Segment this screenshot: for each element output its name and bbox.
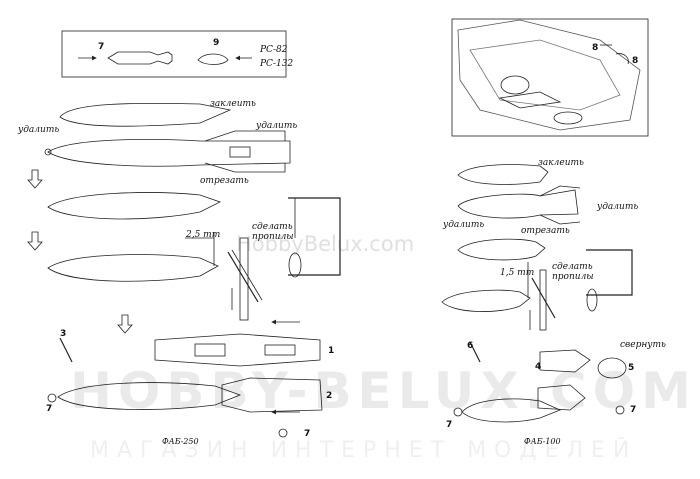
bomb-step-r4 xyxy=(441,289,531,312)
bomb-half-1 xyxy=(59,102,232,127)
bomb-joined-r xyxy=(457,189,579,219)
label-udalit-right-a: удалить xyxy=(443,220,485,230)
label-svernut: свернуть xyxy=(620,340,666,350)
label-otrezat-left: отрезать xyxy=(200,176,249,186)
inset-rocket-box xyxy=(61,30,287,78)
label-zakleit-left: заклеить xyxy=(210,99,256,109)
bomb-final-right xyxy=(461,398,562,423)
bomb-step-r3 xyxy=(457,238,546,261)
part-7-left-bottom: 7 xyxy=(304,429,311,439)
label-zakleit-right: заклеить xyxy=(538,158,584,168)
part-3: 3 xyxy=(60,329,67,339)
part-5: 5 xyxy=(628,363,635,373)
part-8-a: 8 xyxy=(592,43,599,53)
part-4: 4 xyxy=(535,362,542,372)
label-udalit-left-top: удалить xyxy=(18,125,60,135)
label-sdelat-left: сделать xyxy=(252,222,293,232)
tail-unit xyxy=(221,377,323,413)
label-rs132: РС-132 xyxy=(260,59,294,69)
bomb-step-3 xyxy=(47,192,222,220)
part-7-top: 7 xyxy=(98,42,105,52)
part-6: 6 xyxy=(467,341,474,351)
bomb-half-r1 xyxy=(457,164,549,185)
label-propily-left: пропилы xyxy=(252,232,294,242)
inset-aircraft-box xyxy=(451,18,649,137)
part-1: 1 xyxy=(328,346,335,356)
part-7-right-b: 7 xyxy=(630,405,637,415)
bomb-final-left xyxy=(57,382,242,410)
label-dim-right: 1,5 mm xyxy=(500,268,535,278)
label-udalit-right-b: удалить xyxy=(597,202,639,212)
rocket-body xyxy=(107,51,173,65)
fin-sheet-1 xyxy=(154,333,321,367)
caption-fab100: ФАБ-100 xyxy=(524,437,561,446)
label-udalit-left-mid: удалить xyxy=(256,121,298,131)
part-7-right-a: 7 xyxy=(446,420,453,430)
label-dim-left: 2,5 mm xyxy=(186,230,221,240)
label-propily-right: пропилы xyxy=(552,272,594,282)
label-otrezat-right: отрезать xyxy=(521,226,570,236)
part-7-left: 7 xyxy=(46,404,53,414)
caption-fab250: ФАБ-250 xyxy=(162,437,199,446)
label-sdelat-right: сделать xyxy=(552,262,593,272)
bomb-step-4 xyxy=(47,254,219,282)
part-2: 2 xyxy=(326,391,333,401)
label-rs82: РС-82 xyxy=(260,45,288,55)
bomb-joined xyxy=(47,139,291,167)
part-8-b: 8 xyxy=(632,56,639,66)
part-9-top: 9 xyxy=(213,38,220,48)
